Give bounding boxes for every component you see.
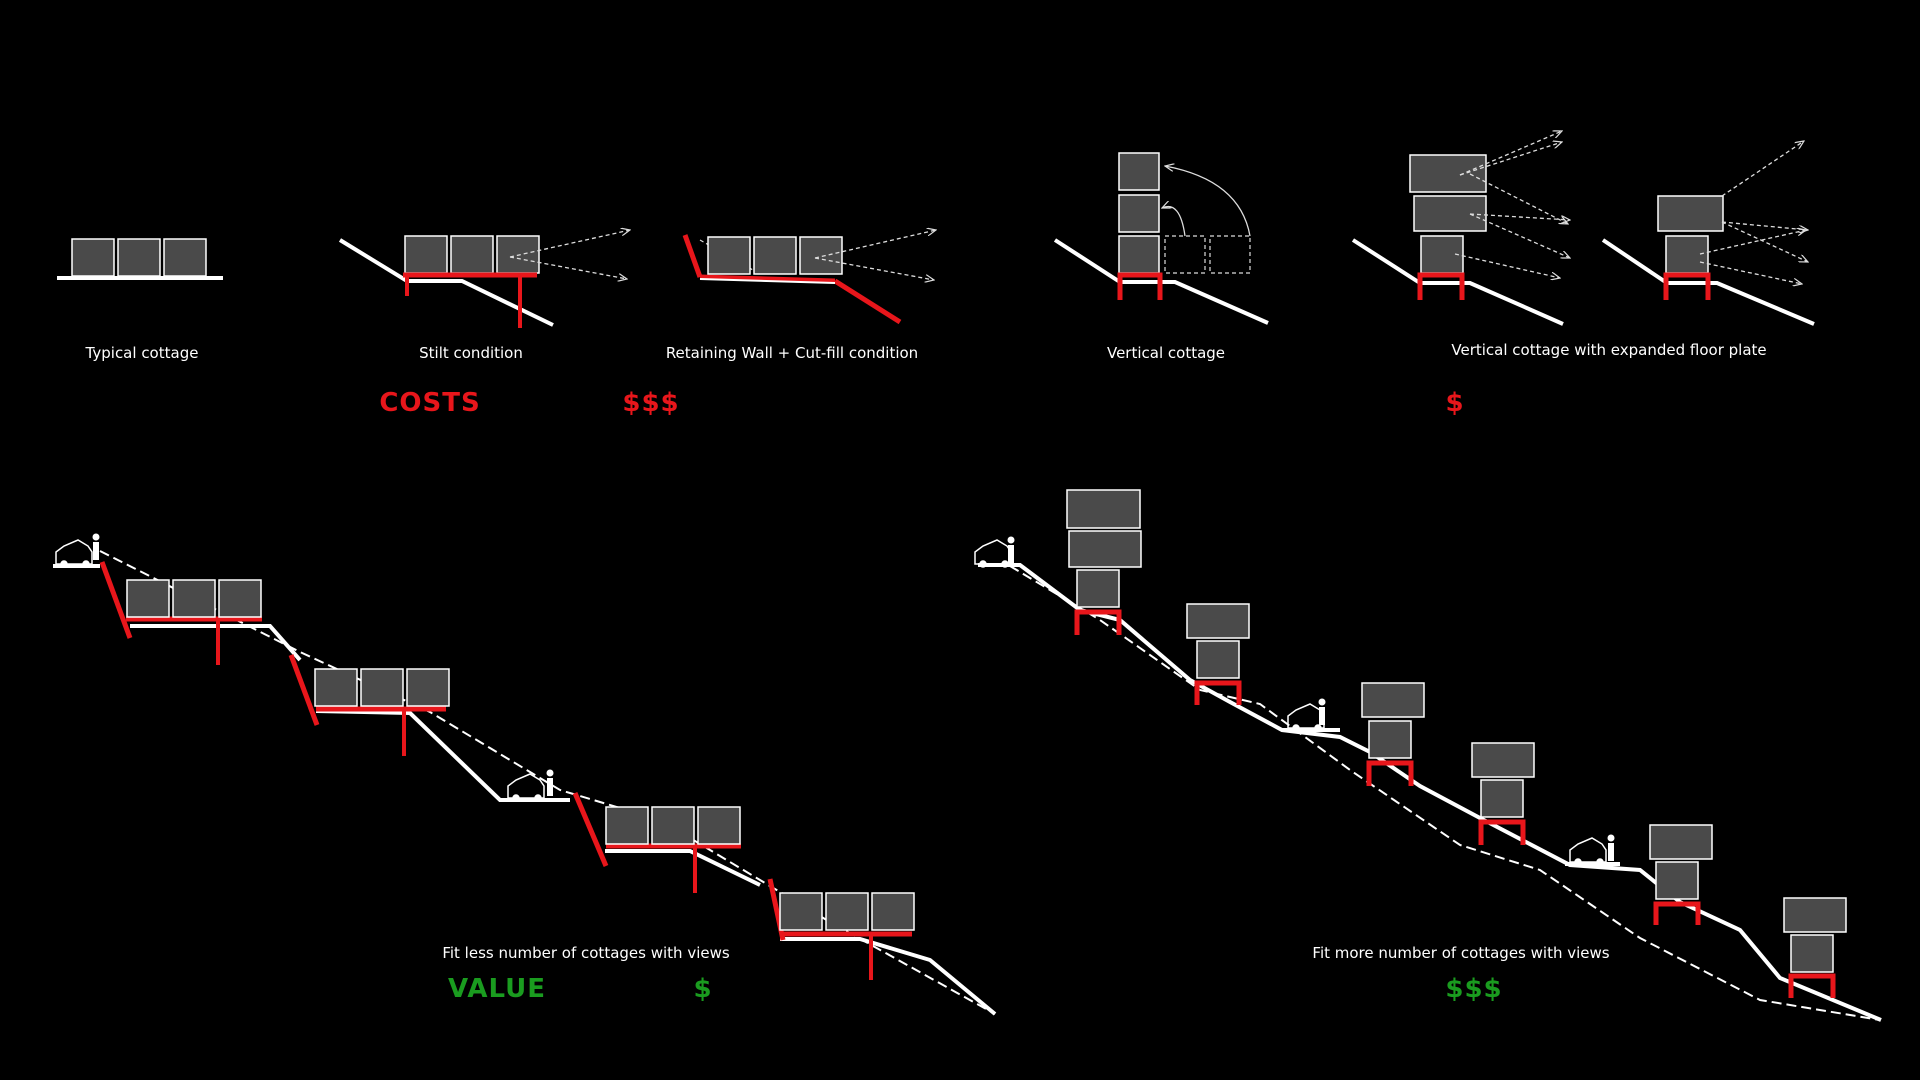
vertical-expanded-diagram-b <box>1601 141 1815 326</box>
label-retaining-wall: Retaining Wall + Cut-fill condition <box>665 344 919 362</box>
car-icon <box>1287 703 1325 732</box>
car-icon <box>507 773 545 802</box>
costs-vertical: $ <box>1445 388 1465 418</box>
person-icon <box>1318 698 1326 725</box>
label-typical-cottage: Typical cottage <box>85 344 199 362</box>
costs-heading: COSTS <box>379 388 481 418</box>
car-icon <box>1569 837 1607 866</box>
label-fit-more: Fit more number of cottages with views <box>1312 944 1610 962</box>
costs-conventional: $$$ <box>622 388 680 418</box>
label-stilt-condition: Stilt condition <box>419 344 523 362</box>
label-vertical-expanded: Vertical cottage with expanded floor pla… <box>1451 341 1767 359</box>
label-fit-less: Fit less number of cottages with views <box>442 944 730 962</box>
typical-cottage-diagram <box>57 238 223 280</box>
person-icon <box>92 533 100 560</box>
retaining-wall-diagram <box>682 230 936 325</box>
value-vertical: $$$ <box>1445 974 1503 1004</box>
value-heading: VALUE <box>448 974 546 1004</box>
value-conventional: $ <box>693 974 713 1004</box>
slope-conventional-diagram <box>53 533 997 1016</box>
vertical-cottage-diagram <box>1053 152 1269 325</box>
label-vertical-cottage: Vertical cottage <box>1106 344 1226 362</box>
car-icon <box>55 539 93 568</box>
car-icon <box>974 539 1012 568</box>
stilt-condition-diagram <box>338 230 630 328</box>
person-icon <box>1007 536 1015 563</box>
person-icon <box>1607 834 1615 861</box>
slope-vertical-diagram <box>974 489 1882 1022</box>
person-icon <box>546 769 554 796</box>
vertical-expanded-diagram-a <box>1351 131 1570 326</box>
